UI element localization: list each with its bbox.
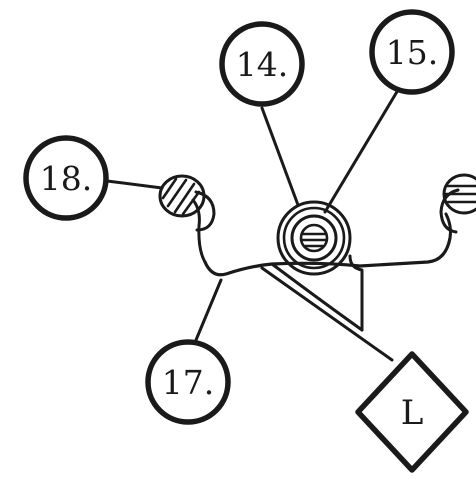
reference-marker-label: L: [401, 393, 424, 433]
leader-line-17: [194, 278, 223, 342]
reference-marker-L: L: [355, 351, 469, 473]
leader-line-15: [323, 88, 400, 214]
callout-17-circle: [145, 339, 231, 425]
leader-line-L: [260, 266, 394, 362]
harness-branch-a: [348, 254, 364, 332]
harness-wire-left-lamp: [191, 198, 207, 264]
callout-14-label: 14.: [236, 45, 288, 84]
callout-15-label: 15.: [386, 33, 438, 72]
leader-line-18: [105, 179, 164, 190]
socket-inner-ring: [290, 214, 338, 262]
callout-14: 14.: [219, 21, 305, 107]
leader-lines: [105, 88, 400, 362]
callout-18: 18.: [23, 135, 109, 221]
reference-diamond: [355, 351, 469, 473]
callout-18-circle: [23, 135, 109, 221]
left-lamp: [158, 174, 216, 232]
harness-wire-right-lamp: [444, 212, 452, 240]
socket-middle-ring: [282, 206, 346, 270]
harness-trunk: [203, 236, 452, 277]
callout-14-circle: [219, 21, 305, 107]
callout-17-label: 17.: [162, 363, 214, 402]
right-lamp: [439, 173, 476, 234]
left-lamp-bulb: [158, 174, 206, 218]
center-socket: [276, 200, 352, 276]
harness-branch-b: [270, 262, 364, 332]
callout-15-circle: [369, 9, 455, 95]
socket-outer-ring: [276, 200, 352, 276]
leader-line-14: [260, 106, 300, 207]
socket-bulb: [299, 223, 329, 253]
callout-15: 15.: [369, 9, 455, 95]
wiring-harness: [191, 198, 452, 332]
callout-17: 17.: [145, 339, 231, 425]
right-lamp-bulb: [442, 173, 476, 215]
callout-18-label: 18.: [40, 159, 92, 198]
right-lamp-stripes: [444, 184, 476, 204]
left-lamp-hatching: [161, 177, 201, 216]
